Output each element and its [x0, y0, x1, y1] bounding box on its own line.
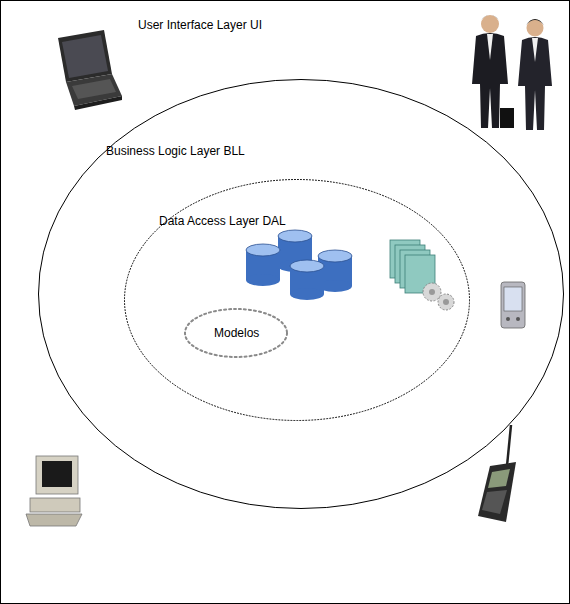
documents-icon: [390, 240, 454, 310]
desktop-icon: [26, 456, 82, 526]
phone-icon: [478, 425, 516, 522]
layer-label: User Interface Layer UI: [138, 18, 262, 32]
business-people: [472, 15, 552, 130]
bll-ellipse: Business Logic Layer BLL Data Access Laye…: [38, 79, 564, 509]
layer-label: Data Access Layer DAL: [159, 214, 286, 228]
database-icon: [246, 230, 352, 300]
laptop-icon: [58, 30, 122, 110]
dal-ellipse: Data Access Layer DAL Modelos: [124, 179, 470, 421]
modelos-ellipse: Modelos: [184, 308, 288, 358]
layer-label: Modelos: [214, 326, 259, 340]
ellipse-outline: [38, 79, 564, 509]
pda-icon: [501, 282, 525, 328]
layer-label: Business Logic Layer BLL: [106, 144, 245, 158]
